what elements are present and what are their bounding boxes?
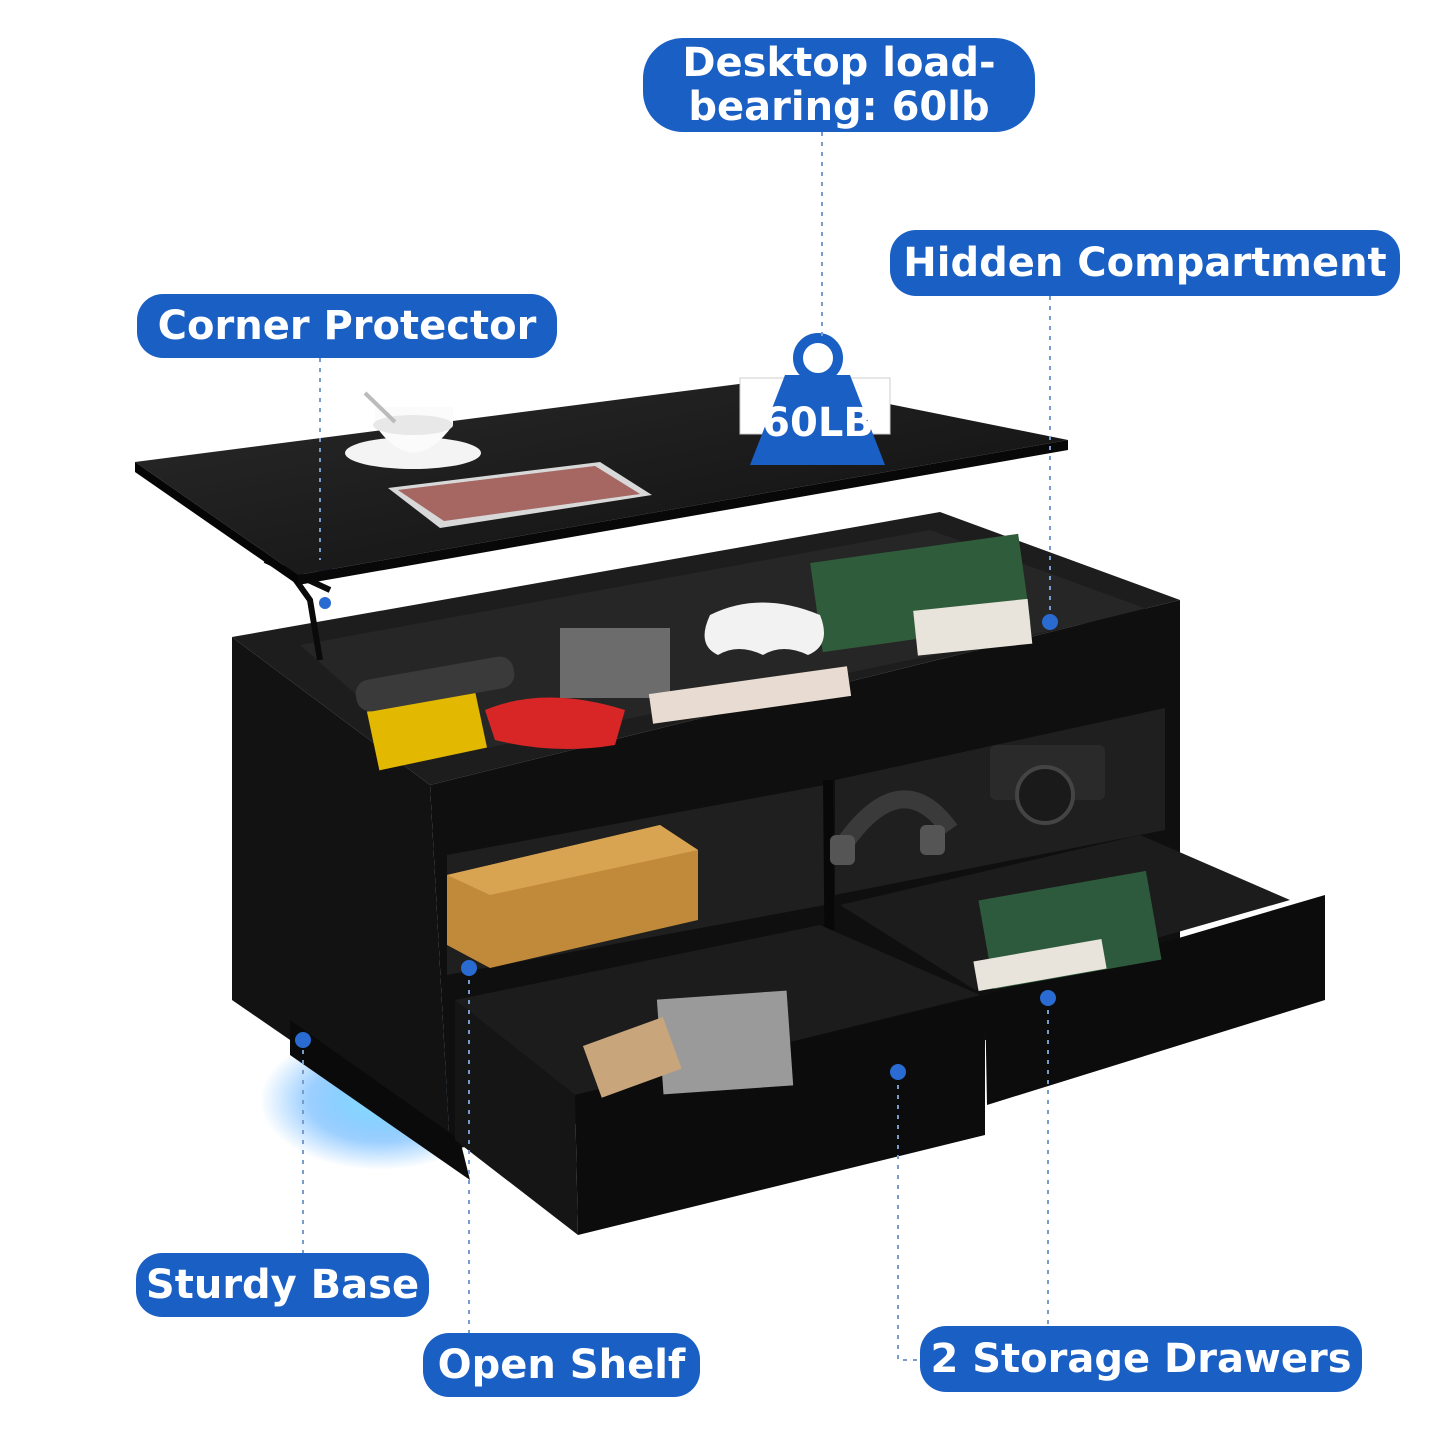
woven-basket: [447, 825, 698, 968]
callout-desktop-load-line2: bearing: 60lb: [688, 84, 990, 130]
book-in-drawer: [582, 1016, 682, 1098]
camera: [990, 745, 1105, 825]
callout-open-shelf: Open Shelf: [423, 1333, 700, 1397]
weight-badge-label: 60LB: [762, 400, 874, 446]
receipts: [648, 666, 852, 724]
left-drawer-front: [575, 995, 985, 1235]
headphones: [830, 790, 958, 865]
clear-box: [560, 628, 670, 698]
game-controller: [704, 602, 824, 655]
storage-drawers: [455, 835, 1325, 1235]
tablet-in-drawer: [656, 990, 794, 1095]
feature-dots: [295, 614, 1058, 1080]
callout-desktop-load: Desktop load- bearing: 60lb: [643, 38, 1035, 132]
callout-sturdy-base: Sturdy Base: [136, 1253, 429, 1317]
cup-and-saucer: [345, 391, 481, 469]
tablet: [388, 462, 652, 528]
snack-bag: [485, 697, 625, 749]
cylinder: [355, 656, 515, 712]
callout-hidden-compartment: Hidden Compartment: [890, 230, 1400, 296]
right-drawer-front: [985, 895, 1325, 1105]
coffee-bag: [366, 688, 487, 771]
compartment-items: [355, 533, 1033, 771]
weight-icon: [739, 333, 891, 465]
sturdy-base: [290, 1020, 470, 1180]
callout-storage-drawers: 2 Storage Drawers: [920, 1326, 1362, 1392]
callout-corner-protector: Corner Protector: [137, 294, 557, 358]
callout-desktop-load-line1: Desktop load-: [682, 40, 996, 86]
leader-lines: [302, 132, 1051, 1361]
corner-protector-dot-2: [319, 597, 331, 609]
